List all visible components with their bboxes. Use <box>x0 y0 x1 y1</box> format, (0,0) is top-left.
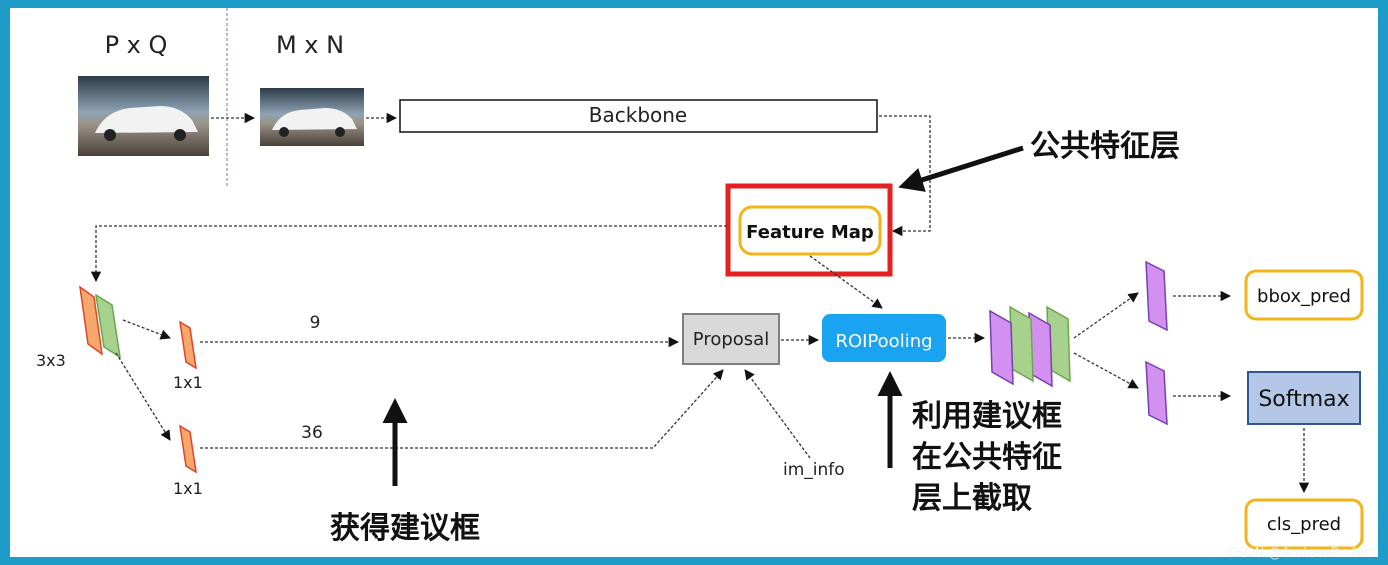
cls-pred-box <box>1244 498 1364 550</box>
proposal-box <box>682 313 780 365</box>
feature-map-highlight <box>725 183 893 277</box>
crop-line3: 层上截取 <box>912 481 1032 516</box>
cls-pred-label: cls_pred <box>1267 514 1341 535</box>
conv3x3-green <box>95 293 121 359</box>
softmax-box <box>1247 371 1361 425</box>
feature-map-box <box>738 205 882 256</box>
arrow-backbone-to-feature <box>879 115 931 237</box>
car-photo-pq <box>78 76 209 156</box>
feature-map-label: Feature Map <box>746 222 874 243</box>
backbone-label: Backbone <box>589 103 687 127</box>
pooled-map-violet-1 <box>989 309 1014 386</box>
arrow-iminfo-to-proposal <box>744 369 811 459</box>
mn-label: M x N <box>276 31 344 59</box>
faster-rcnn-diagram: P x Q M x N Backbone 公共特征层 Feature Map 3… <box>36 8 1364 550</box>
arrow-public-feature <box>898 145 1024 192</box>
conv1x1-top-label: 1x1 <box>173 373 203 392</box>
conv3x3-orange <box>79 285 103 356</box>
arrow-fork-top <box>1073 292 1139 339</box>
arrow-to-conv1x1-top <box>122 319 171 340</box>
public-feature-layer-label: 公共特征层 <box>1030 129 1180 164</box>
backbone-box <box>399 99 878 133</box>
arrow-fork-bottom <box>1073 352 1139 389</box>
num-top-label: 9 <box>310 313 321 333</box>
proposal-label: Proposal <box>693 329 769 350</box>
num-bottom-label: 36 <box>301 423 323 443</box>
conv3x3-label: 3x3 <box>36 351 66 370</box>
conv1x1-top <box>179 320 197 370</box>
crop-line2: 在公共特征 <box>912 440 1062 475</box>
fc-top <box>1145 260 1168 332</box>
pooled-map-green-1 <box>1009 305 1034 383</box>
arrow-feature-to-roi <box>809 255 883 309</box>
watermark: CSDN @AndrewPerfect <box>1227 546 1376 561</box>
iminfo-label: im_info <box>783 460 845 480</box>
softmax-label: Softmax <box>1258 387 1349 412</box>
roipooling-box <box>822 314 946 362</box>
diagram-canvas: P x Q M x N Backbone 公共特征层 Feature Map 3… <box>10 8 1378 557</box>
bbox-pred-label: bbox_pred <box>1257 286 1351 307</box>
conv1x1-bottom-label: 1x1 <box>173 479 203 498</box>
pq-label: P x Q <box>105 31 168 59</box>
arrow-deltas-to-proposal <box>200 369 724 449</box>
roipooling-label: ROIPooling <box>835 331 932 352</box>
conv1x1-bottom <box>179 424 197 474</box>
bbox-pred-box <box>1244 269 1364 321</box>
fc-bottom <box>1145 360 1168 426</box>
crop-line1: 利用建议框 <box>912 399 1062 434</box>
arrow-feature-to-conv <box>90 225 727 283</box>
arrow-to-conv1x1-bottom <box>115 352 171 441</box>
car-photo-mn <box>260 88 364 146</box>
get-proposals-label: 获得建议框 <box>330 511 480 546</box>
